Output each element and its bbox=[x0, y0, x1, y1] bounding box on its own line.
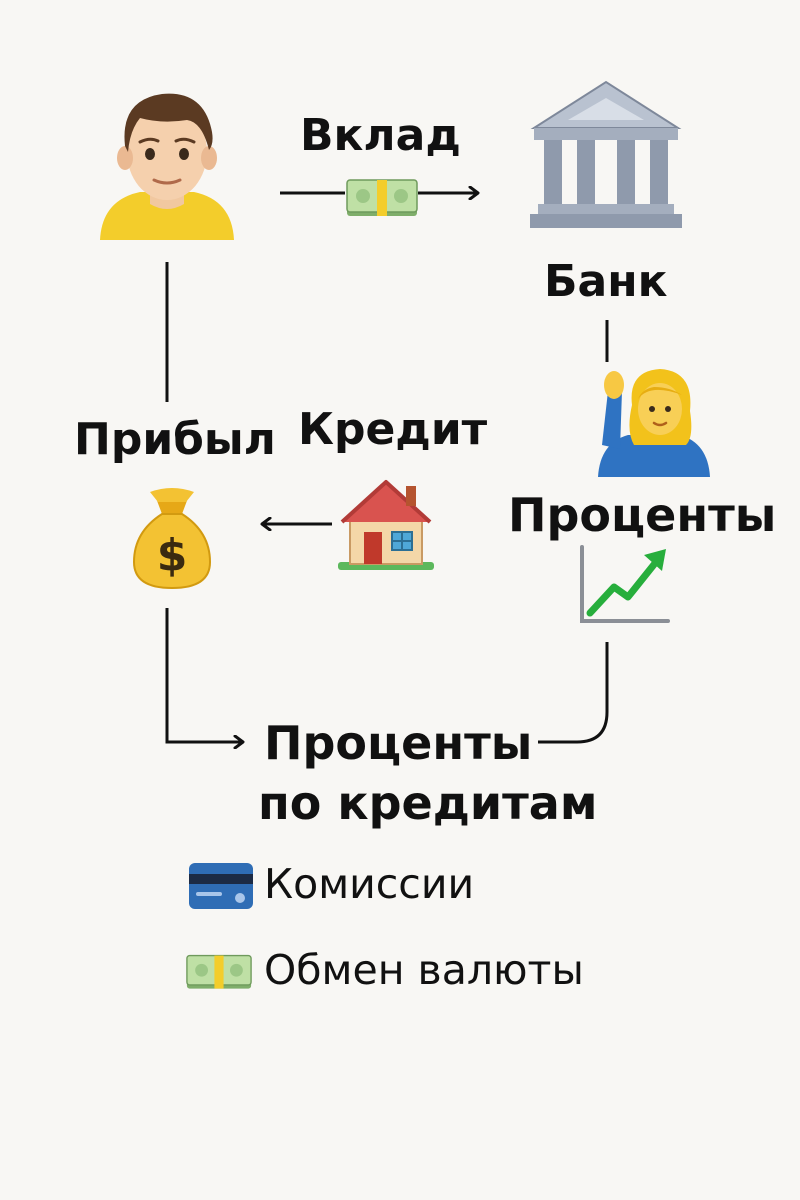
legend-fees-label: Комиссии bbox=[264, 860, 475, 908]
deposit-label: Вклад bbox=[300, 110, 461, 161]
svg-text:$: $ bbox=[157, 530, 188, 581]
interest-to-loan-interest-line bbox=[538, 642, 609, 744]
man-icon bbox=[100, 93, 234, 240]
loan-interest-label-line1: Проценты bbox=[264, 716, 533, 770]
woman-raising-hand-icon bbox=[598, 369, 710, 477]
legend-currency-exchange-label: Обмен валюты bbox=[264, 946, 584, 994]
profit-to-loan-interest-arrow bbox=[165, 608, 243, 742]
money-icon bbox=[346, 179, 418, 216]
credit-label: Кредит bbox=[298, 404, 488, 455]
money-bag-icon: $ bbox=[132, 488, 212, 590]
interest-label: Проценты bbox=[508, 488, 777, 542]
chart-increasing-icon bbox=[580, 545, 670, 623]
profit-label: Прибыл bbox=[74, 414, 276, 465]
bank-icon bbox=[530, 80, 682, 228]
loan-interest-label-line2: по кредитам bbox=[258, 776, 598, 830]
bank-label: Банк bbox=[544, 256, 668, 307]
credit-card-icon bbox=[189, 863, 253, 909]
house-icon bbox=[338, 480, 434, 570]
money-icon bbox=[186, 954, 252, 989]
